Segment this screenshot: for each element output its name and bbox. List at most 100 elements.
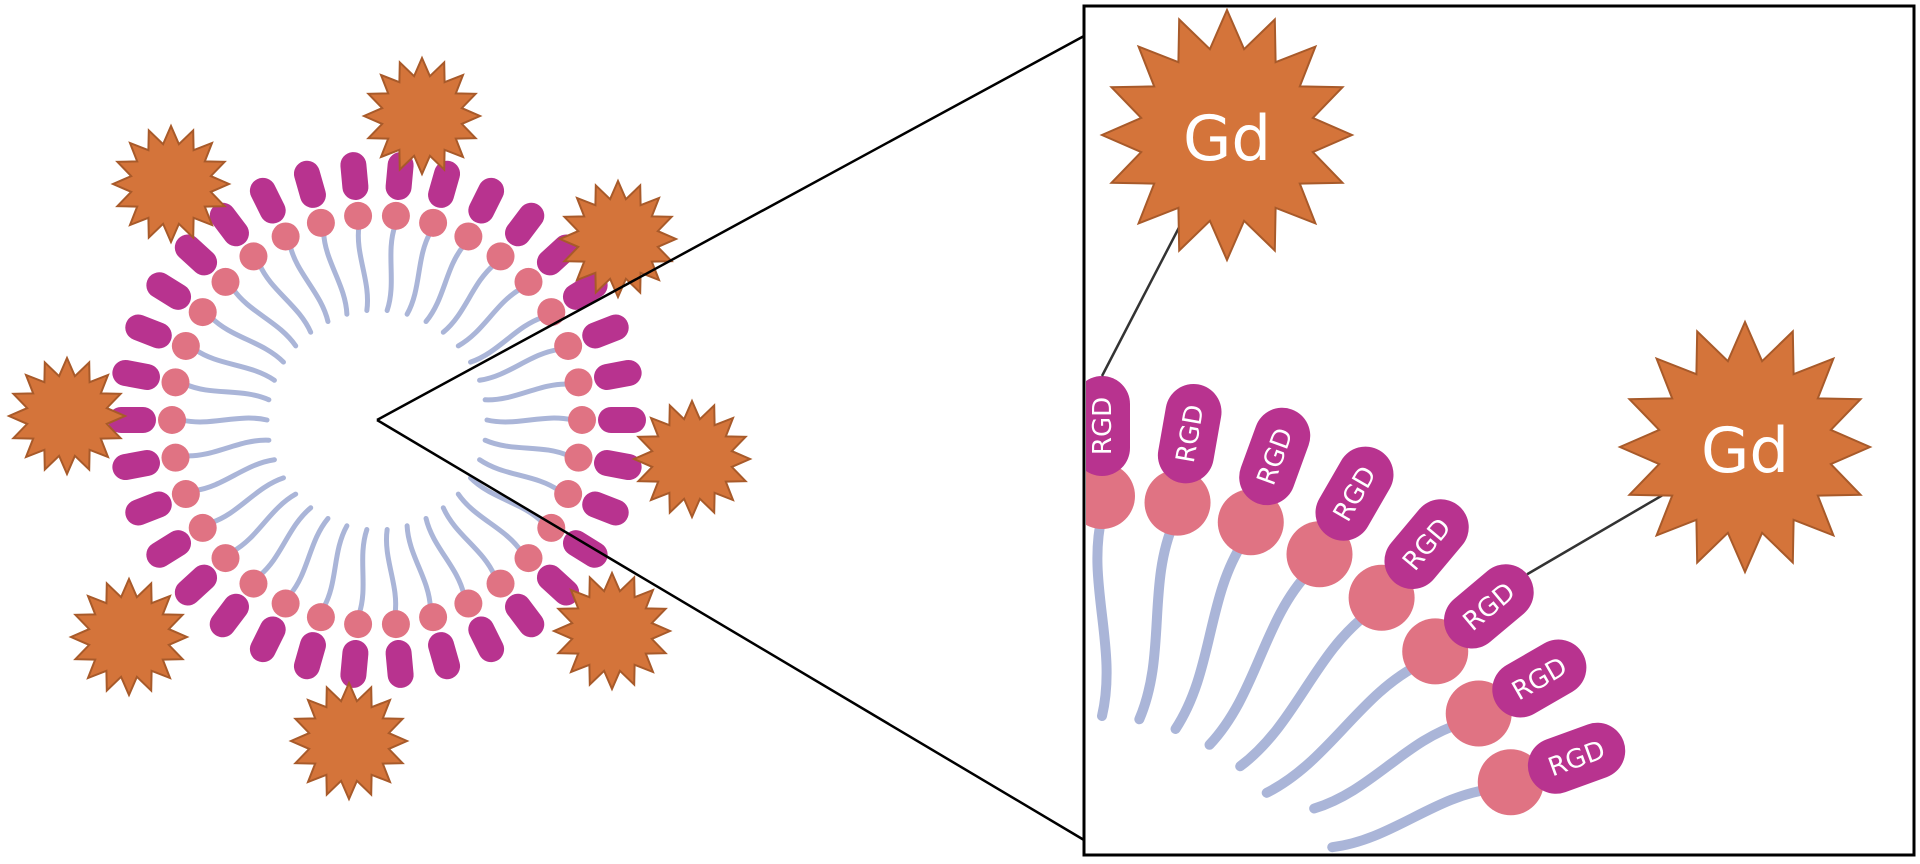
lipid-head <box>344 610 373 639</box>
rgd-peptide <box>293 160 326 208</box>
rgd-peptide <box>209 593 249 638</box>
rgd-peptide <box>536 234 580 276</box>
rgd-peptide <box>112 359 160 391</box>
lipid-head <box>381 610 410 639</box>
gd-star-shape <box>6 355 128 477</box>
lipid-head <box>564 368 593 397</box>
lipid-tail <box>455 286 524 349</box>
rgd-peptide <box>340 152 369 200</box>
lipid-head <box>537 298 566 327</box>
gd-star <box>288 680 410 802</box>
rgd-peptide: RGD <box>1315 446 1394 541</box>
lipid-tail <box>484 415 575 425</box>
lipid-head <box>514 267 543 296</box>
lipid <box>249 515 331 663</box>
lipid <box>293 523 350 680</box>
lipid-tail <box>1327 784 1497 853</box>
rgd-peptide <box>505 202 545 247</box>
lipid-head <box>306 208 335 237</box>
rgd-peptide <box>146 530 192 568</box>
rgd-peptide <box>598 407 646 433</box>
lipid-head <box>486 242 515 271</box>
gd-star-shape <box>288 680 410 802</box>
rgd-peptide: RGD <box>1157 384 1222 484</box>
lipid <box>455 234 580 349</box>
lipid-head <box>171 331 200 360</box>
gd-star <box>631 398 753 520</box>
gd-star-shape <box>110 123 232 245</box>
gd-star <box>6 355 128 477</box>
lipid-tail <box>1309 718 1467 814</box>
gd-star-shape <box>557 178 679 300</box>
lipid-tail <box>230 286 299 349</box>
lipid-head <box>568 406 596 434</box>
lipid <box>174 491 299 606</box>
lipid-head <box>1217 489 1284 556</box>
gd-label: Gd <box>1701 414 1789 487</box>
gd-star <box>110 123 232 245</box>
rgd-peptide <box>293 632 326 680</box>
lipid-head <box>1086 463 1135 529</box>
gd-star <box>361 55 483 177</box>
lipid-tail <box>355 223 371 313</box>
lipid-head <box>554 331 583 360</box>
lipid-head <box>1144 469 1211 536</box>
gd-star-shape <box>68 576 190 698</box>
lipid <box>209 202 314 335</box>
lipid-head <box>454 222 483 251</box>
lipid <box>404 160 461 317</box>
gd-star: Gd <box>1099 8 1355 263</box>
lipid-tail <box>182 381 272 403</box>
lipid-zoomed: RGD <box>1134 384 1222 725</box>
lipid <box>440 505 545 638</box>
lipid-tail <box>287 515 331 598</box>
lipid <box>112 359 272 403</box>
rgd-peptide: RGD <box>1086 376 1130 476</box>
lipid-zoomed: RGD <box>978 380 1065 720</box>
rgd-label: RGD <box>1088 397 1118 455</box>
rgd-peptide <box>594 359 642 391</box>
lipid-tail <box>1030 522 1065 719</box>
lipid <box>249 177 331 325</box>
rgd-peptide <box>112 449 160 481</box>
rgd-peptide <box>428 632 461 680</box>
lipid <box>381 152 414 313</box>
lipid-head <box>381 201 410 230</box>
rgd-pill <box>1086 376 1130 476</box>
lipid-tail <box>1170 536 1249 734</box>
rgd-label: RGD <box>995 402 1035 465</box>
lipid-tail <box>423 515 467 598</box>
lipid <box>423 177 505 325</box>
rgd-pill <box>1384 499 1469 590</box>
lipid-head <box>239 242 268 271</box>
lipid-tail <box>287 242 331 325</box>
liposome-gd-stars <box>6 55 753 802</box>
lipid <box>125 457 277 526</box>
lipid-head <box>344 201 373 230</box>
gd-star <box>551 570 673 692</box>
zoom-line-top <box>376 34 1085 422</box>
lipid-head <box>514 544 543 573</box>
lipid-tail <box>1235 608 1374 772</box>
lipid-zoomed: RGD <box>1086 376 1135 721</box>
rgd-peptide <box>468 616 505 663</box>
lipid <box>146 475 286 568</box>
lipid-zoomed: RGD <box>1327 722 1626 853</box>
gd-star-shape <box>361 55 483 177</box>
rgd-peptide: RGD <box>1239 407 1311 506</box>
rgd-peptide: RGD <box>978 380 1051 488</box>
lipid-head <box>419 603 448 632</box>
rgd-pill <box>1239 407 1311 506</box>
rgd-peptide: RGD <box>1527 722 1626 794</box>
lipid-tail <box>404 523 433 611</box>
lipid-tail <box>455 491 524 554</box>
lipid-tail <box>208 314 286 365</box>
rgd-peptide <box>174 564 218 606</box>
lipid <box>440 202 545 335</box>
lipid <box>112 437 272 481</box>
lipid <box>482 437 642 481</box>
lipid-head <box>188 513 217 542</box>
lipid-tail <box>321 229 350 317</box>
lipid-tail <box>321 523 350 611</box>
